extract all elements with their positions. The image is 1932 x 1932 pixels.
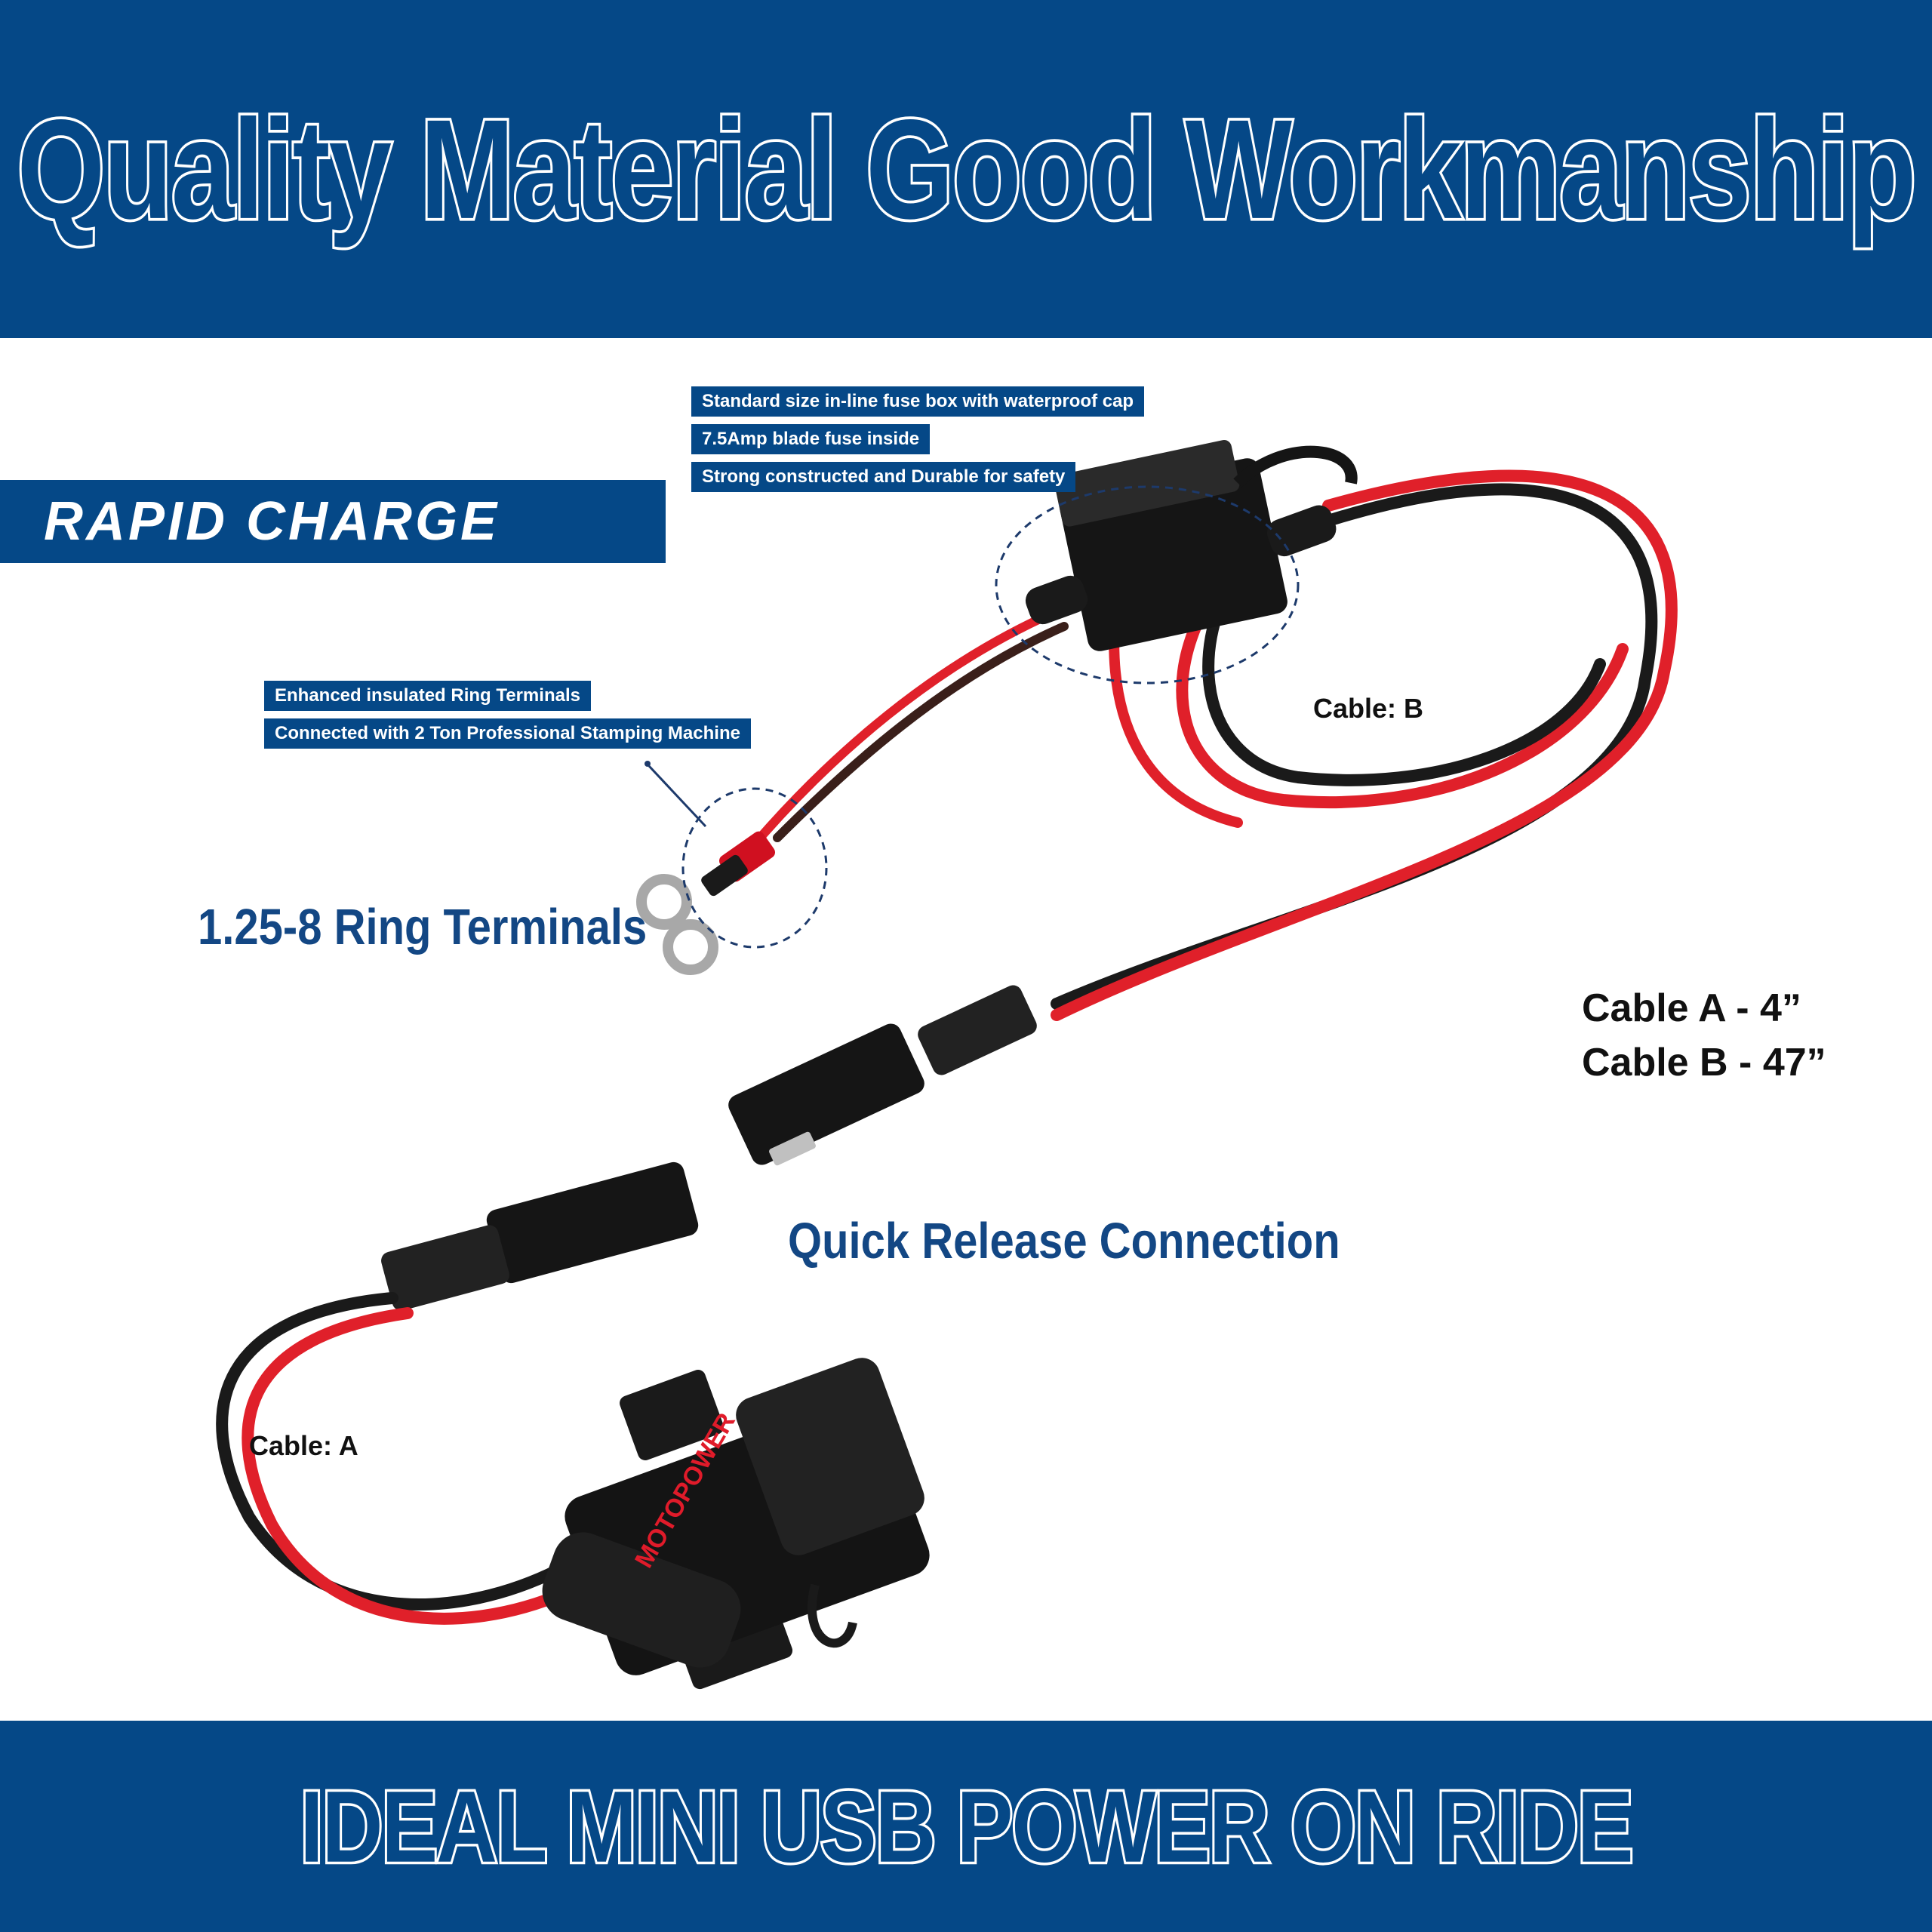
- ring-terminals: [636, 831, 776, 975]
- cable-b-spec: Cable B - 47”: [1582, 1041, 1826, 1084]
- rapid-charge-label: RAPID CHARGE: [44, 491, 500, 552]
- fuse-callout-3: Strong constructed and Durable for safet…: [691, 462, 1076, 492]
- usb-charger: [542, 1358, 930, 1690]
- footer-title: IDEAL MINI USB POWER ON RIDE: [297, 1767, 1635, 1885]
- fuse-box: [1025, 439, 1358, 651]
- sae-connector-b: [728, 985, 1037, 1166]
- rapid-charge-badge: RAPID CHARGE: [0, 480, 666, 563]
- ring-callout-1: Enhanced insulated Ring Terminals: [264, 681, 591, 711]
- footer-banner: IDEAL MINI USB POWER ON RIDE: [0, 1721, 1932, 1932]
- header-banner: Quality Material Good Workmanship: [0, 0, 1932, 338]
- cable-a-wires: [216, 1292, 572, 1625]
- header-title: Quality Material Good Workmanship: [15, 87, 1919, 251]
- fuse-callout-1: Standard size in-line fuse box with wate…: [691, 386, 1145, 417]
- cable-b-label: Cable: B: [1313, 693, 1424, 724]
- sae-connector-a: [381, 1161, 699, 1311]
- quick-release-label: Quick Release Connection: [788, 1213, 1340, 1269]
- fuse-callout-2: 7.5Amp blade fuse inside: [691, 424, 931, 454]
- ring-callout-pointer: [648, 764, 707, 828]
- fuse-highlight-ring: [995, 485, 1300, 685]
- cable-a-label: Cable: A: [249, 1430, 358, 1461]
- ring-callout-2: Connected with 2 Ton Professional Stampi…: [264, 718, 751, 749]
- ring-terminals-label: 1.25-8 Ring Terminals: [198, 899, 648, 955]
- ring-highlight-ring: [681, 787, 828, 949]
- cable-a-spec: Cable A - 4”: [1582, 986, 1801, 1030]
